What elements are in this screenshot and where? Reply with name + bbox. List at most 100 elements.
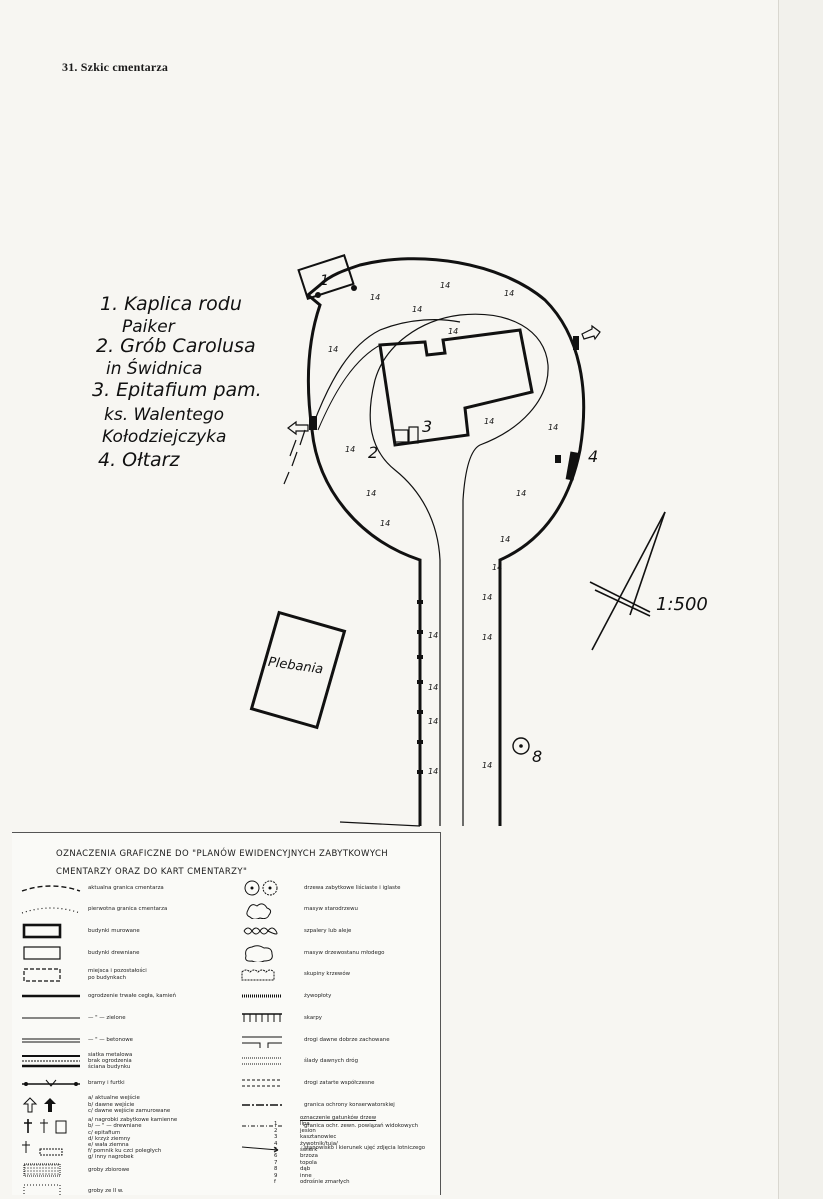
- tree-mark: 14: [548, 423, 558, 432]
- war-grave-icon: [23, 1184, 61, 1195]
- tree-mark: 14: [500, 535, 510, 544]
- sheet-edge: [778, 0, 823, 1199]
- tree-mark: 14: [370, 293, 380, 302]
- new-road-icon: [242, 1079, 282, 1087]
- open-rect-icon: [23, 946, 61, 960]
- chapel-post: [315, 292, 321, 298]
- key-1-line2: Paiker: [122, 317, 176, 337]
- legend-item: skarpy: [238, 1007, 438, 1029]
- tree-mark: 14: [428, 767, 438, 776]
- side-path: [312, 319, 461, 426]
- legend-item: bramy i furtki: [18, 1072, 238, 1094]
- legend-item: miejsca i pozostałości po budynkach: [18, 964, 238, 986]
- legend-item: ślady dawnych dróg: [238, 1051, 438, 1073]
- legend-panel: Oznaczenia graficzne do "planów ewidency…: [12, 832, 441, 1195]
- tree-mark: 14: [440, 281, 450, 290]
- entrance-arrow-left: [287, 420, 309, 436]
- plebania-building: [249, 610, 347, 730]
- entrance-arrow-icon: [22, 1097, 56, 1113]
- tree-mark: 14: [504, 289, 514, 298]
- dotted-line-icon: [21, 906, 81, 914]
- legend-item: a/ aktualne wejście b/ dawne wejście c/ …: [18, 1094, 238, 1116]
- key-2-line2: in Świdnica: [106, 357, 202, 379]
- legend-title-line2: cmentarzy oraz do kart cmentarzy": [56, 867, 248, 877]
- boundary-icon: [242, 1104, 282, 1106]
- tree-mark: 14: [482, 633, 492, 642]
- dashed-line-icon: [21, 885, 81, 892]
- tree-mark: 14: [428, 683, 438, 692]
- mass-grave-icon: [23, 1163, 61, 1177]
- legend-title: Oznaczenia graficzne do "planów ewidency…: [56, 845, 426, 881]
- legend-item: pierwotna granica cmentarza: [18, 899, 238, 921]
- key-3-line2: ks. Walentego: [104, 405, 224, 425]
- page-title: 31. Szkic cmentarza: [62, 60, 169, 74]
- cemetery-boundary: [305, 257, 586, 826]
- road-icon: [242, 1036, 282, 1048]
- legend-item: masyw starodrzewu: [238, 899, 438, 921]
- young-trees-icon: [245, 945, 273, 962]
- gate-right: [573, 336, 579, 350]
- north-line: [591, 511, 666, 651]
- tree-mark: 14: [482, 593, 492, 602]
- legend-item: skupiny krzewów: [238, 964, 438, 986]
- species-title: oznaczenie gatunków drzew: [300, 1115, 377, 1121]
- hedge-icon: [242, 994, 282, 998]
- legend-item: groby ze II w.: [18, 1181, 238, 1195]
- legend-item: groby zbiorowe: [18, 1159, 238, 1181]
- legend-item: granica ochr. zewn. powiązań widokowych: [238, 1116, 438, 1138]
- legend-item: ogrodzenie trwałe cegła, kamień: [18, 985, 238, 1007]
- legend-item: szpalery lub aleje: [238, 920, 438, 942]
- marker-2: 2: [368, 443, 378, 462]
- marker-4: 4: [588, 447, 598, 466]
- legend-item: granica ochrony konserwatorskiej: [238, 1094, 438, 1116]
- water-boundary-icon: [242, 1125, 282, 1127]
- legend-item: — " — betonowe: [18, 1029, 238, 1051]
- marker-8: 8: [532, 747, 542, 766]
- legend-item: stanowisko i kierunek ujęć zdjęcia lotni…: [238, 1137, 438, 1159]
- legend-item: drogi dawne dobrze zachowane: [238, 1029, 438, 1051]
- legend-item: drogi zatarte współczesne: [238, 1072, 438, 1094]
- tree-row-icon: [243, 927, 278, 935]
- legend-item: a/ nagrobki zabytkowe kamienne b/ — " — …: [18, 1116, 238, 1138]
- church-building: [378, 328, 534, 447]
- tree-mark: 14: [484, 417, 494, 426]
- legend-item: aktualna granica cmentarza: [18, 877, 238, 899]
- legend-right-column: drzewa zabytkowe liściaste i iglaste mas…: [238, 877, 438, 1159]
- key-3-line1: 3. Epitafium pam.: [92, 379, 262, 401]
- scale-bar: [594, 589, 651, 617]
- gate-left: [309, 416, 317, 430]
- tree-icon: [244, 880, 278, 896]
- legend-item: budynki drewniane: [18, 942, 238, 964]
- tree-group-icon: [241, 969, 275, 981]
- green-fence-icon: [22, 1017, 80, 1019]
- epitaph-3: [408, 426, 419, 444]
- crypt-icon: [22, 1141, 63, 1156]
- tree-mass-icon: [246, 902, 272, 919]
- solid-rect-icon: [22, 923, 62, 939]
- inner-path: [369, 313, 549, 826]
- chapel-1: [297, 254, 355, 300]
- tree-mark: 14: [412, 305, 422, 314]
- legend-title-line1: Oznaczenia graficzne do "planów ewidency…: [56, 849, 389, 859]
- tree-mark: 14: [482, 761, 492, 770]
- concrete-fence-icon: [22, 1038, 80, 1043]
- side-path-inner: [317, 343, 383, 431]
- legend-item: siatka metalowa brak ogrodzenia ściana b…: [18, 1051, 238, 1073]
- marker-3: 3: [422, 417, 432, 436]
- slope-icon: [242, 1013, 282, 1022]
- tree-marks: 14 14 14 14 14 14 14 14 14 14 14 14 14 1…: [328, 281, 558, 776]
- legend-item: żywopłoty: [238, 985, 438, 1007]
- cemetery-sketch: 1:500 Plebania 1 2 3 4 8 1. Kaplica rodu…: [92, 254, 708, 827]
- tree-mark: 14: [428, 717, 438, 726]
- legend-item: budynki murowane: [18, 920, 238, 942]
- legend-item: — " — zielone: [18, 1007, 238, 1029]
- cross-icon: [24, 1119, 67, 1134]
- tree-mark: 14: [328, 345, 338, 354]
